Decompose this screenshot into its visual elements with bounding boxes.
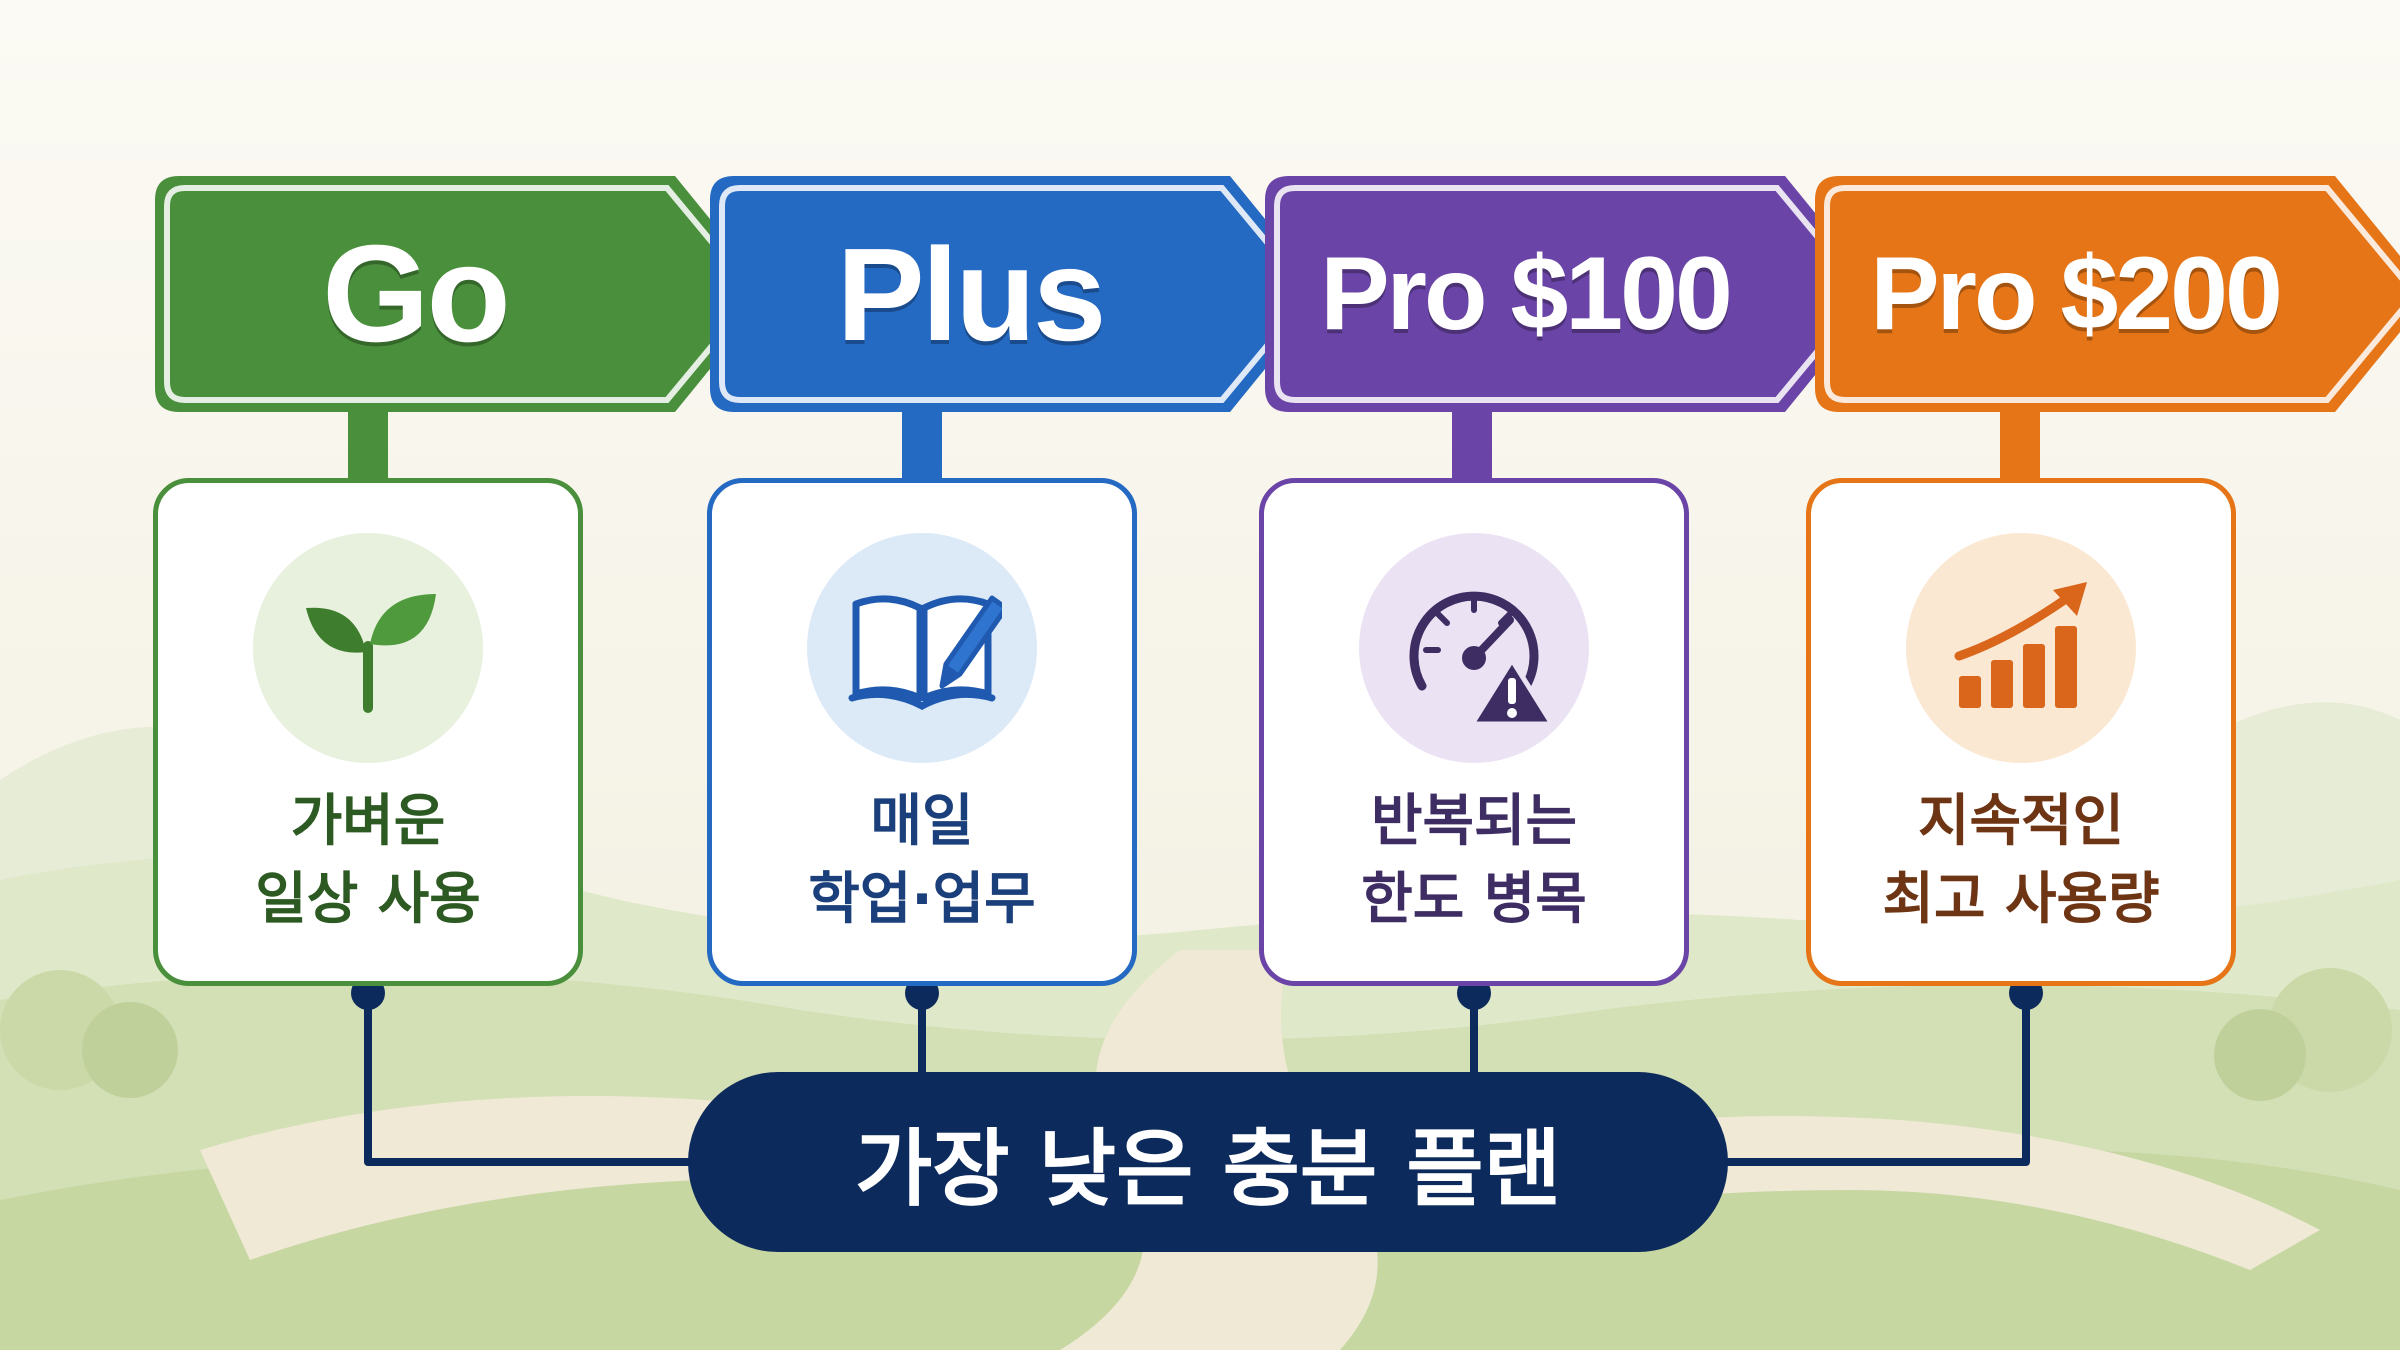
icon-background — [1359, 533, 1589, 763]
gauge-warning-icon — [1409, 591, 1554, 727]
recommendation-banner: 가장 낮은 충분 플랜 — [688, 1072, 1728, 1252]
plan-description: 가벼운 일상 사용 — [158, 783, 578, 939]
plan-description: 매일 학업·업무 — [712, 783, 1132, 939]
plan-card-pro-200: 지속적인 최고 사용량 — [1806, 478, 2236, 986]
icon-background — [807, 533, 1037, 763]
plan-name: Pro $200 — [1870, 235, 2283, 352]
sign-post — [902, 408, 942, 478]
sign-post — [348, 408, 388, 478]
plan-sign-plus: Plus — [710, 176, 1330, 412]
plan-card-plus: 매일 학업·업무 — [707, 478, 1137, 986]
sign-post — [2000, 408, 2040, 478]
icon-background — [1906, 533, 2136, 763]
plan-sign-go: Go — [155, 176, 775, 412]
desc-line-2: 일상 사용 — [255, 867, 481, 932]
plan-name: Pro $100 — [1320, 235, 1733, 352]
desc-line-2: 학업·업무 — [808, 867, 1036, 932]
plan-sign-pro-100: Pro $100 — [1265, 176, 1885, 412]
plan-description: 지속적인 최고 사용량 — [1811, 783, 2231, 939]
desc-line-1: 매일 — [870, 789, 974, 854]
plan-sign-pro-200: Pro $200 — [1815, 176, 2400, 412]
desc-line-2: 최고 사용량 — [1882, 867, 2160, 932]
desc-line-1: 지속적인 — [1917, 789, 2125, 854]
plan-name: Go — [322, 216, 511, 371]
plan-card-go: 가벼운 일상 사용 — [153, 478, 583, 986]
desc-line-1: 가벼운 — [290, 789, 446, 854]
sign-post — [1452, 408, 1492, 478]
desc-line-2: 한도 병목 — [1361, 867, 1587, 932]
plan-card-pro-100: 반복되는 한도 병목 — [1259, 478, 1689, 986]
plan-description: 반복되는 한도 병목 — [1264, 783, 1684, 939]
plan-name: Plus — [836, 220, 1107, 368]
growth-chart-icon — [1954, 582, 2087, 708]
book-pen-icon — [848, 595, 1002, 710]
icon-background — [253, 533, 483, 763]
sprout-icon — [306, 594, 436, 713]
desc-line-1: 반복되는 — [1370, 789, 1578, 854]
